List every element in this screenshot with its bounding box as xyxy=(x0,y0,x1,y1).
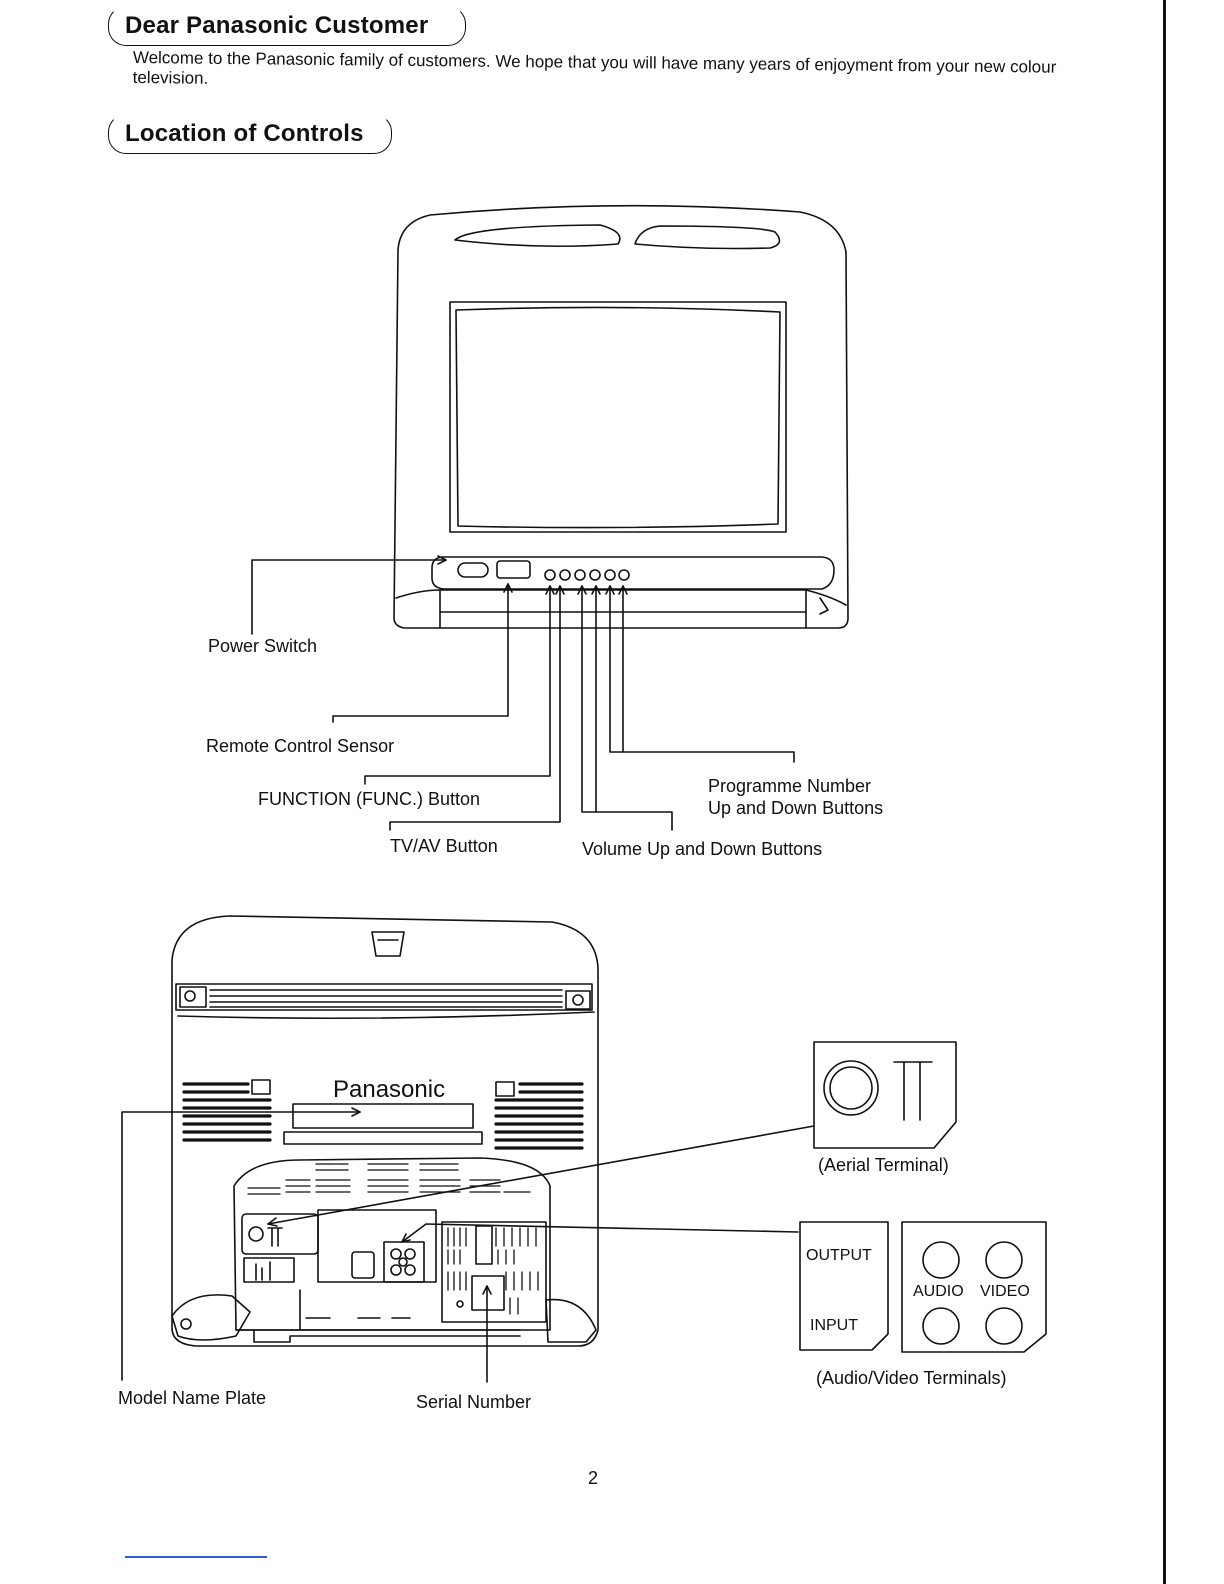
rear-callout-lines xyxy=(121,1107,815,1383)
section-title-text: Location of Controls xyxy=(125,120,364,147)
label-volume-buttons: Volume Up and Down Buttons xyxy=(582,839,823,859)
section-title-location-of-controls: Location of Controls xyxy=(108,114,392,154)
label-function-button: FUNCTION (FUNC.) Button xyxy=(258,789,481,809)
av-terminals-detail xyxy=(799,1221,1047,1353)
page-edge-rule xyxy=(1163,0,1166,1584)
brand-logo-text: Panasonic xyxy=(333,1076,446,1103)
label-av-terminals: (Audio/Video Terminals) xyxy=(816,1368,1007,1388)
section-title-text: Dear Panasonic Customer xyxy=(125,12,429,39)
footer-rule xyxy=(125,1556,267,1558)
page-number: 2 xyxy=(588,1468,599,1488)
label-programme-line2: Up and Down Buttons xyxy=(708,798,884,818)
front-callout-lines xyxy=(251,555,795,831)
label-tvav-button: TV/AV Button xyxy=(390,836,498,856)
label-video: VIDEO xyxy=(980,1283,1030,1300)
section-title-dear-customer: Dear Panasonic Customer xyxy=(108,6,466,46)
label-input: INPUT xyxy=(810,1317,858,1334)
label-aerial-terminal: (Aerial Terminal) xyxy=(818,1155,949,1175)
label-programme-line1: Programme Number xyxy=(708,776,872,796)
label-remote-control-sensor: Remote Control Sensor xyxy=(206,736,395,756)
tv-front-illustration xyxy=(393,204,849,629)
aerial-terminal-detail xyxy=(813,1041,957,1149)
label-serial-number: Serial Number xyxy=(416,1392,532,1412)
label-audio: AUDIO xyxy=(913,1283,964,1300)
label-power-switch: Power Switch xyxy=(208,636,318,656)
label-output: OUTPUT xyxy=(806,1247,872,1264)
label-model-name-plate: Model Name Plate xyxy=(118,1388,267,1408)
label-programme-buttons: Programme Number Up and Down Buttons xyxy=(708,775,883,819)
tv-rear-illustration xyxy=(171,915,599,1347)
